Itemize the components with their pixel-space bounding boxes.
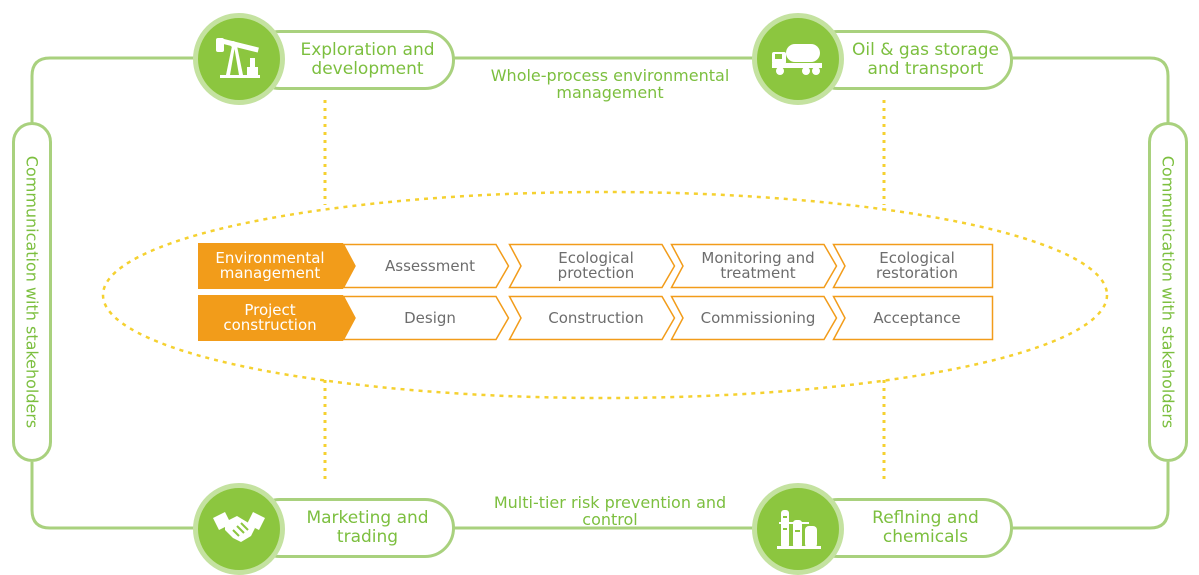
step-commissioning-label: Commissioning xyxy=(700,308,816,327)
step-commissioning: Commissioning xyxy=(670,295,838,341)
side-pill-left: Communication with stakeholders xyxy=(12,122,52,462)
tanker-truck-icon xyxy=(752,13,844,105)
stage-marketing-label: Marketing and trading xyxy=(306,508,429,547)
step-design: Design xyxy=(342,295,510,341)
step-ecological-restoration-label: Ecological restoration xyxy=(875,249,959,282)
step-acceptance-label: Acceptance xyxy=(873,308,961,327)
side-label-right: Communication with stakeholders xyxy=(1158,155,1178,429)
row-header-environmental-label: Environmental management xyxy=(215,249,325,282)
oil-pump-icon xyxy=(193,13,285,105)
step-acceptance: Acceptance xyxy=(832,295,994,341)
step-monitoring-treatment-label: Monitoring and treatment xyxy=(701,249,815,282)
step-ecological-protection: Ecological protection xyxy=(508,243,676,289)
side-pill-right: Communication with stakeholders xyxy=(1148,122,1188,462)
step-assessment-label: Assessment xyxy=(385,256,475,275)
row-header-project: Project construction xyxy=(198,295,356,341)
stage-exploration-label: Exploration and development xyxy=(300,40,435,79)
step-construction: Construction xyxy=(508,295,676,341)
handshake-icon xyxy=(193,483,285,575)
step-monitoring-treatment: Monitoring and treatment xyxy=(670,243,838,289)
row-header-environmental: Environmental management xyxy=(198,243,356,289)
step-ecological-protection-label: Ecological protection xyxy=(557,249,635,282)
label-whole-process: Whole-process environmental management xyxy=(490,66,730,102)
step-design-label: Design xyxy=(404,308,456,327)
label-risk-prevention: Multi-tier risk prevention and control xyxy=(493,493,727,529)
step-ecological-restoration: Ecological restoration xyxy=(832,243,994,289)
stage-storage-label: Oil & gas storage and transport xyxy=(852,40,999,79)
stage-refining-label: Reflning and chemicals xyxy=(872,508,979,547)
stage-exploration: Exploration and development xyxy=(250,30,455,90)
row-header-project-label: Project construction xyxy=(223,301,317,334)
refinery-icon xyxy=(752,483,844,575)
step-construction-label: Construction xyxy=(548,308,644,327)
step-assessment: Assessment xyxy=(342,243,510,289)
side-label-left: Communication with stakeholders xyxy=(22,155,42,429)
